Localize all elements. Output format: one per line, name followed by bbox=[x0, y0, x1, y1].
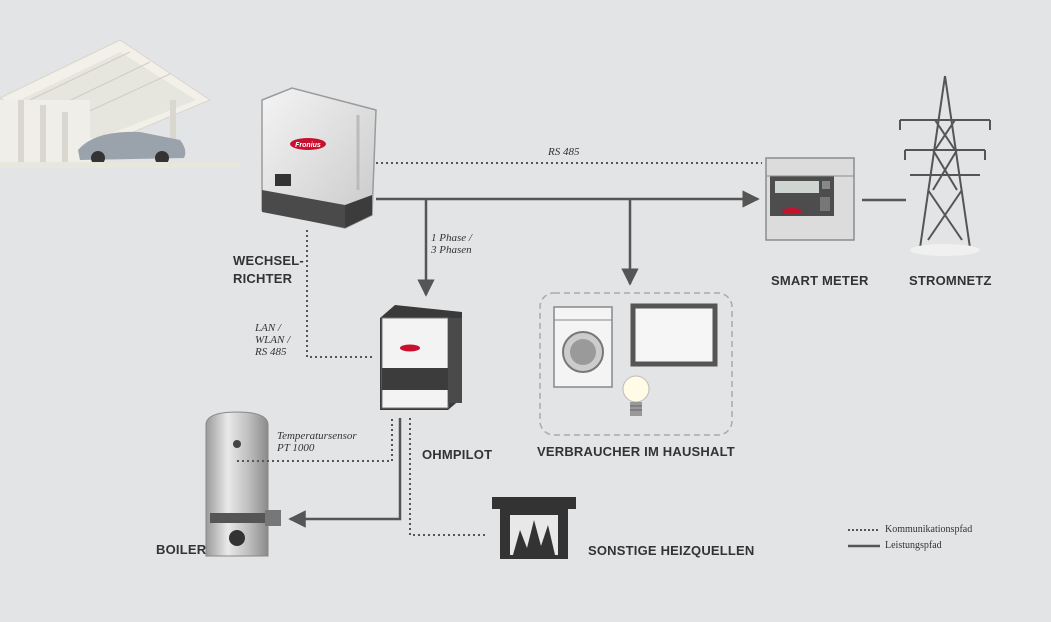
legend-power-label: Leistungspfad bbox=[885, 540, 942, 551]
inverter-device: Fronius bbox=[261, 87, 377, 229]
carport-solar-image bbox=[0, 39, 240, 168]
ohmpilot-label: OHMPILOT bbox=[422, 447, 493, 462]
boiler-label: BOILER bbox=[156, 542, 207, 557]
phase-annotation-line-1: 1 Phase / bbox=[431, 232, 472, 244]
fireplace-icon bbox=[492, 497, 576, 559]
tv-icon bbox=[630, 303, 718, 367]
grid-label: STROMNETZ bbox=[909, 273, 992, 288]
communication-paths bbox=[237, 162, 762, 536]
temp-sensor-line-1: Temperatursensor bbox=[277, 430, 357, 442]
comm-annotation-line-3: RS 485 bbox=[255, 346, 287, 358]
lightbulb-icon bbox=[622, 375, 650, 416]
inverter-label: WECHSEL- RICHTER bbox=[233, 252, 304, 288]
legend-communication-label: Kommunikationspfad bbox=[885, 524, 973, 535]
household-label: VERBRAUCHER IM HAUSHALT bbox=[537, 444, 735, 459]
temp-sensor-annotation: Temperatursensor PT 1000 bbox=[277, 430, 357, 454]
rs485-annotation: RS 485 bbox=[548, 146, 580, 158]
smart-meter-device bbox=[765, 157, 855, 241]
other-heat-sources-label: SONSTIGE HEIZQUELLEN bbox=[588, 543, 755, 558]
smart-meter-label: SMART METER bbox=[771, 273, 869, 288]
inverter-label-line-2: RICHTER bbox=[233, 271, 293, 286]
power-paths bbox=[288, 190, 906, 528]
ohmpilot-device bbox=[380, 305, 462, 410]
phase-annotation: 1 Phase / 3 Phasen bbox=[431, 232, 472, 256]
temp-sensor-line-2: PT 1000 bbox=[277, 442, 315, 454]
comm-annotation-line-2: WLAN / bbox=[255, 334, 291, 346]
household-consumers-box bbox=[539, 292, 733, 436]
power-tower-image bbox=[899, 75, 991, 249]
inverter-brand-logo: Fronius bbox=[295, 142, 321, 149]
comm-annotation-line-1: LAN / bbox=[255, 322, 281, 334]
inverter-label-line-1: WECHSEL- bbox=[233, 253, 304, 268]
phase-annotation-line-2: 3 Phasen bbox=[431, 244, 472, 256]
washing-machine-icon bbox=[553, 306, 613, 388]
boiler-device bbox=[205, 411, 281, 557]
comm-annotation: LAN / WLAN / RS 485 bbox=[255, 322, 290, 358]
tower-base bbox=[910, 244, 980, 256]
